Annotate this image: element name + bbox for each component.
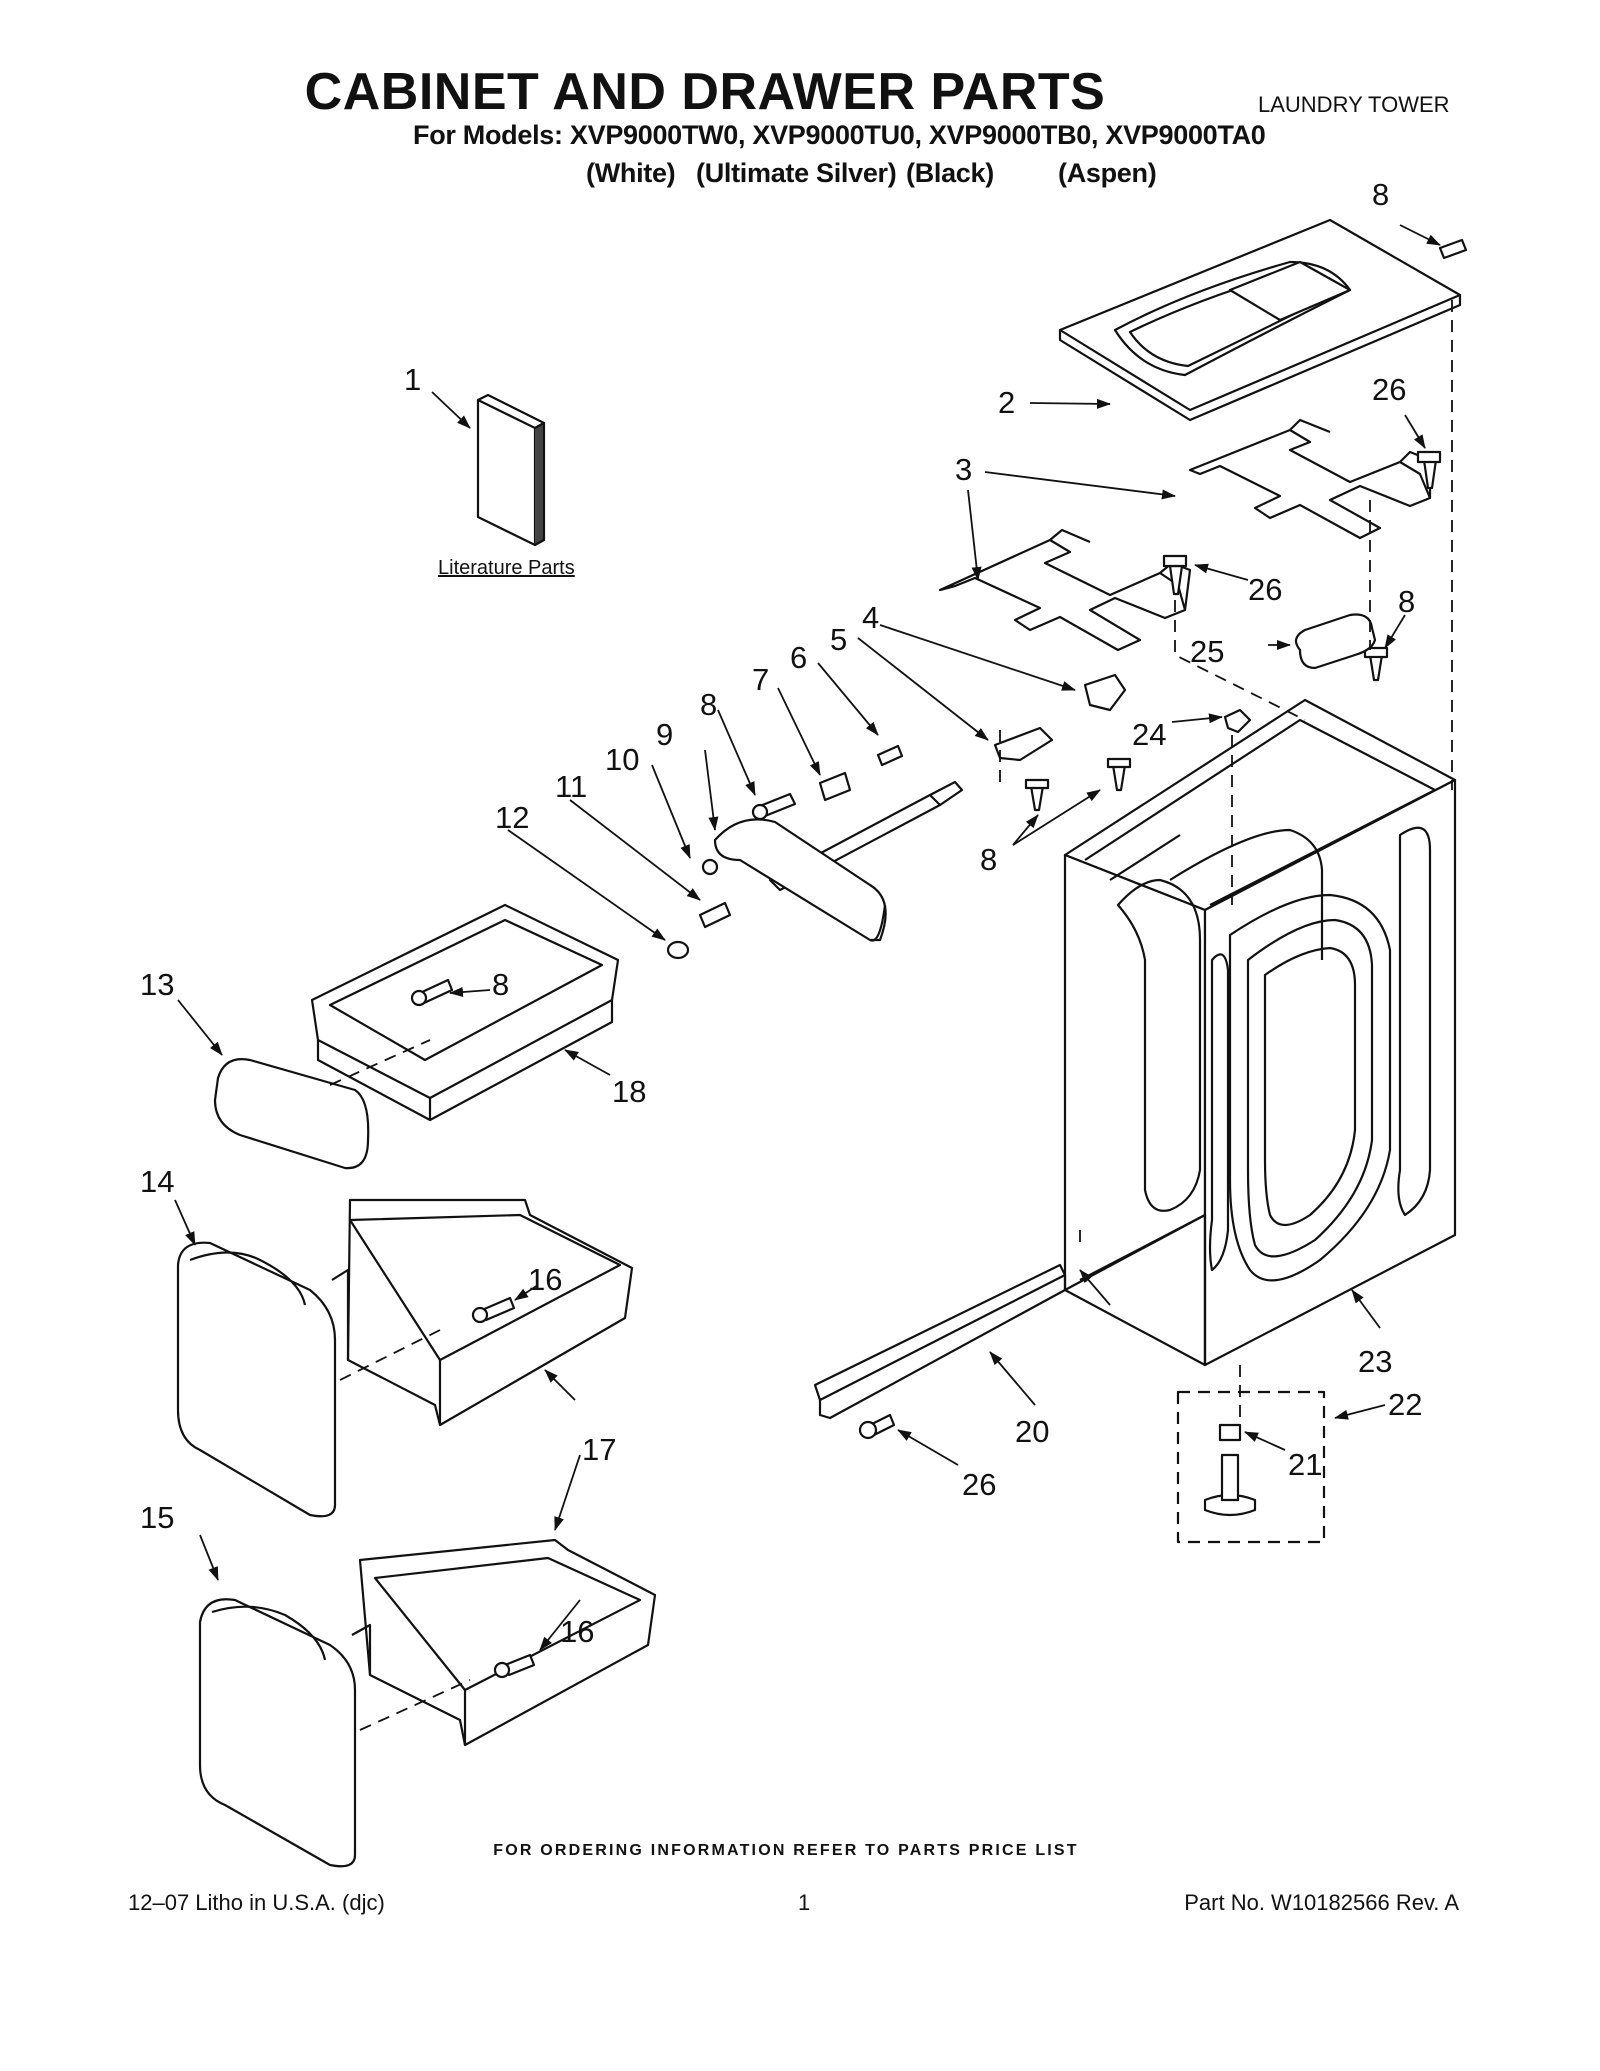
- callout-8-shaft: 8: [700, 687, 717, 722]
- cabinet-23: [1063, 698, 1457, 1367]
- callout-6: 6: [790, 640, 807, 675]
- handle-bar-9: [713, 818, 887, 942]
- slide-rail-20: [813, 1263, 1067, 1420]
- screw-26-mid: [1162, 554, 1188, 596]
- callout-18: 18: [612, 1074, 646, 1109]
- leveling-leg-box-22: [1176, 1390, 1326, 1544]
- leveling-leg-21: [1203, 1423, 1257, 1517]
- drawer-tray-18: [310, 903, 620, 1122]
- callout-8-right: 8: [1398, 584, 1415, 619]
- callout-14: 14: [140, 1164, 174, 1199]
- screw-16-lower: [493, 1653, 536, 1679]
- drawer-17-lower: [351, 1538, 657, 1747]
- screw-6: [876, 744, 904, 767]
- page-number: 1: [798, 1890, 811, 1915]
- washer-10: [701, 858, 719, 876]
- color-white: (White): [586, 158, 676, 188]
- callout-9: 9: [656, 717, 673, 752]
- callout-16-upper: 16: [528, 1262, 562, 1297]
- screw-26-rail: [858, 1413, 896, 1440]
- callout-8-hinge: 8: [980, 842, 997, 877]
- top-bracket-left: [938, 528, 1192, 652]
- clip-24: [1223, 708, 1252, 734]
- hinge-5: [993, 726, 1054, 762]
- callout-2: 2: [998, 385, 1015, 420]
- color-ultimate-silver: (Ultimate Silver): [696, 158, 897, 188]
- models-line: For Models: XVP9000TW0, XVP9000TU0, XVP9…: [413, 120, 1266, 150]
- part-number: Part No. W10182566 Rev. A: [1184, 1890, 1459, 1915]
- screw-8-shaft: [751, 792, 797, 821]
- callout-11: 11: [555, 769, 587, 804]
- section-label: LAUNDRY TOWER: [1258, 92, 1450, 117]
- screw-16-upper: [471, 1296, 516, 1324]
- callout-20: 20: [1015, 1414, 1049, 1449]
- screw-8-right: [1363, 646, 1389, 682]
- callout-26-rail: 26: [962, 1467, 996, 1502]
- screw-8-hinge-b: [1106, 757, 1132, 792]
- screw-26-top: [1416, 450, 1442, 490]
- callout-5: 5: [830, 622, 847, 657]
- litho-note: 12–07 Litho in U.S.A. (djc): [128, 1890, 385, 1915]
- drawer-front-14: [176, 1241, 337, 1518]
- callout-24: 24: [1132, 717, 1166, 752]
- callout-21: 21: [1288, 1447, 1322, 1482]
- color-black: (Black): [906, 158, 994, 188]
- hinge-4: [1083, 673, 1127, 712]
- cap-12: [666, 940, 690, 960]
- callout-8-top: 8: [1372, 177, 1389, 212]
- callout-3: 3: [955, 452, 972, 487]
- callout-26-top: 26: [1372, 372, 1406, 407]
- ordering-note: FOR ORDERING INFORMATION REFER TO PARTS …: [493, 1842, 1079, 1859]
- top-panel: [1058, 218, 1462, 422]
- color-aspen: (Aspen): [1058, 158, 1157, 188]
- callout-26-mid: 26: [1248, 572, 1282, 607]
- callout-labels: 1 2 3 4 5 6 7 8 9 10 11 12 8 26 26 25 8 …: [140, 177, 1422, 1649]
- callout-15: 15: [140, 1500, 174, 1535]
- callout-23: 23: [1358, 1344, 1392, 1379]
- bushing-11: [698, 901, 732, 929]
- screw-8-hinge-a: [1024, 778, 1050, 812]
- callout-13: 13: [140, 967, 174, 1002]
- clip-7: [818, 771, 852, 802]
- latch-25: [1294, 613, 1377, 670]
- page-title: CABINET AND DRAWER PARTS: [304, 63, 1106, 121]
- callout-22: 22: [1388, 1387, 1422, 1422]
- drawer-front-15: [198, 1598, 357, 1868]
- callout-10: 10: [605, 742, 639, 777]
- callout-7: 7: [752, 662, 769, 697]
- callout-16-lower: 16: [560, 1614, 594, 1649]
- callout-17-a: 17: [582, 1432, 616, 1467]
- callout-8-tray: 8: [492, 967, 509, 1002]
- literature-parts-label: Literature Parts: [438, 557, 575, 579]
- callout-25: 25: [1190, 634, 1224, 669]
- callout-12: 12: [495, 800, 529, 835]
- drawer-front-13: [213, 1058, 370, 1170]
- callout-1: 1: [404, 362, 421, 397]
- top-bracket-right: [1188, 418, 1432, 540]
- literature-parts-booklet: [476, 393, 546, 547]
- screw-8-top: [1438, 238, 1468, 260]
- callout-4: 4: [862, 600, 879, 635]
